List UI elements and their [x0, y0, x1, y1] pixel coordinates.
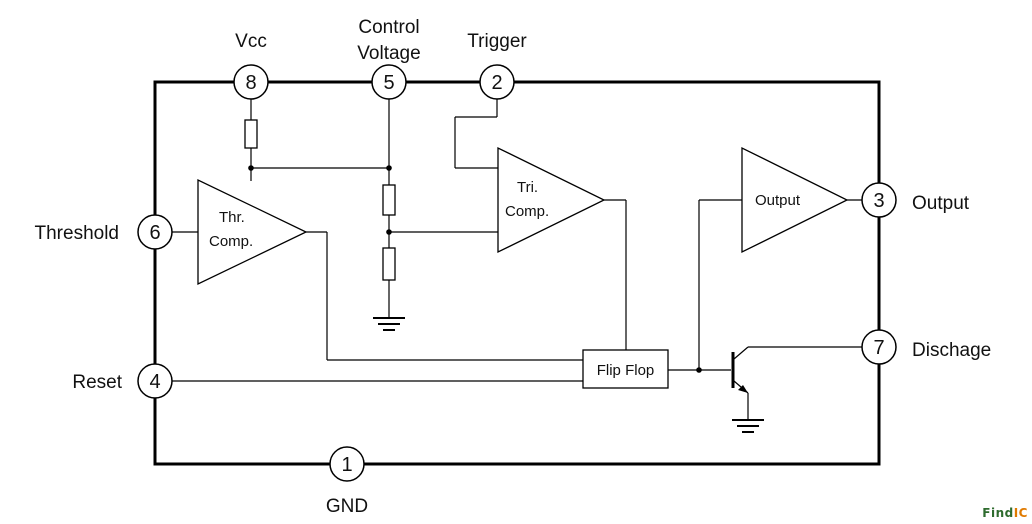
pin-5-label-line2: Voltage: [357, 43, 420, 64]
svg-text:3: 3: [873, 190, 884, 212]
threshold-comparator: [197, 178, 308, 286]
pin-6-label: Threshold: [35, 223, 120, 244]
wires: [172, 97, 864, 420]
pin-7: 7: [861, 329, 897, 365]
flip-flop-label: Flip Flop: [597, 362, 655, 379]
svg-text:2: 2: [491, 72, 502, 94]
junction-dot: [386, 229, 392, 235]
junction-dot: [248, 165, 254, 171]
transistor-emitter-arrow: [738, 385, 748, 393]
resistor-vcc: [244, 119, 258, 149]
pin-8-label: Vcc: [235, 31, 267, 52]
pin-3: 3: [861, 182, 897, 218]
pin-5-label-line1: Control: [358, 17, 419, 38]
svg-text:5: 5: [383, 72, 394, 94]
pin-4-label: Reset: [72, 372, 122, 393]
resistor-divider-lower: [382, 247, 396, 281]
output-buffer-label: Output: [755, 192, 801, 209]
pin-5: 5: [371, 64, 407, 100]
junction-dot: [696, 367, 702, 373]
pin-6: 6: [137, 214, 173, 250]
output-buffer: [741, 146, 849, 254]
svg-text:1: 1: [341, 454, 352, 476]
svg-text:8: 8: [245, 72, 256, 94]
flip-flop: [582, 349, 669, 389]
pin-4: 4: [137, 363, 173, 399]
pin-7-label: Dischage: [912, 340, 991, 361]
svg-text:7: 7: [873, 337, 884, 359]
ground-symbol-transistor: [732, 419, 764, 433]
trigger-comparator: [497, 146, 606, 254]
findic-watermark-logo: FindIC: [982, 506, 1028, 520]
chip-outline: [153, 80, 881, 466]
threshold-comparator-label-line2: Comp.: [209, 233, 253, 250]
junction-dot: [386, 165, 392, 171]
trigger-comparator-label-line1: Tri.: [517, 179, 538, 196]
pin-8: 8: [233, 64, 269, 100]
threshold-comparator-label-line1: Thr.: [219, 209, 245, 226]
trigger-comparator-label-line2: Comp.: [505, 203, 549, 220]
pin-1: 1: [329, 446, 365, 482]
svg-text:4: 4: [149, 371, 160, 393]
pin-3-label: Output: [912, 193, 970, 214]
ground-symbol-divider: [373, 317, 405, 331]
pin-1-label: GND: [326, 496, 368, 517]
resistor-divider-upper: [382, 184, 396, 216]
pin-2: 2: [479, 64, 515, 100]
svg-text:6: 6: [149, 222, 160, 244]
pin-2-label: Trigger: [467, 31, 527, 52]
